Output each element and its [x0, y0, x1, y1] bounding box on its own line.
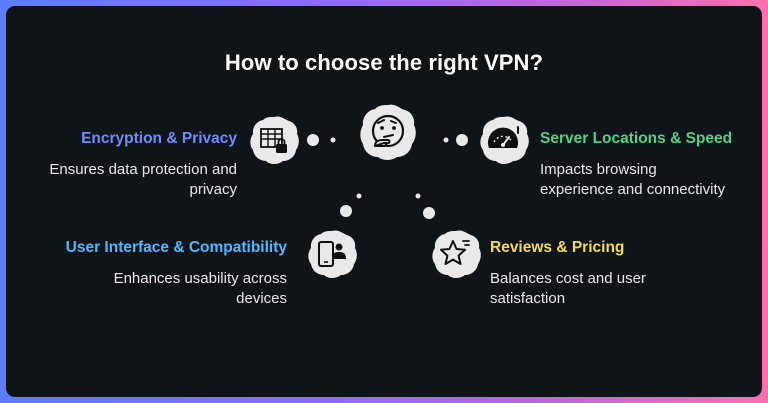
description-line: satisfaction: [490, 290, 566, 307]
star-rating-icon: [432, 230, 481, 278]
speedometer-icon: [480, 116, 529, 164]
description-line: experience and connectivity: [540, 181, 726, 198]
description-line: devices: [236, 290, 287, 307]
connector-dots: [307, 134, 468, 219]
server-speed-heading: Server Locations & Speed: [540, 130, 733, 147]
connector-dot: [415, 193, 421, 199]
connector-dot: [340, 205, 352, 217]
description-line: privacy: [189, 181, 237, 198]
table-lock-icon: [250, 116, 299, 164]
connector-dot: [423, 207, 435, 219]
infographic-panel: How to choose the right VPN?: [6, 6, 762, 397]
connector-dot: [356, 193, 362, 199]
description-line: Enhances usability across: [113, 270, 287, 287]
encryption-privacy-description: Ensures data protection and privacy: [16, 160, 237, 200]
connector-dot: [307, 134, 319, 146]
connector-dot: [443, 137, 449, 143]
reviews-pricing-heading: Reviews & Pricing: [490, 239, 625, 256]
user-interface-heading: User Interface & Compatibility: [65, 239, 287, 256]
reviews-pricing-description: Balances cost and user satisfaction: [490, 269, 730, 309]
connector-dot: [330, 137, 336, 143]
page-title: How to choose the right VPN?: [224, 50, 544, 75]
description-line: Ensures data protection and: [49, 161, 237, 178]
mobile-user-icon: [308, 230, 357, 278]
server-speed-description: Impacts browsing experience and connecti…: [540, 160, 762, 200]
encryption-privacy-heading: Encryption & Privacy: [81, 130, 237, 147]
description-line: Balances cost and user: [490, 270, 646, 287]
thinking-face-icon: [360, 104, 416, 160]
user-interface-description: Enhances usability across devices: [36, 269, 287, 309]
connector-dot: [456, 134, 468, 146]
description-line: Impacts browsing: [540, 161, 657, 178]
